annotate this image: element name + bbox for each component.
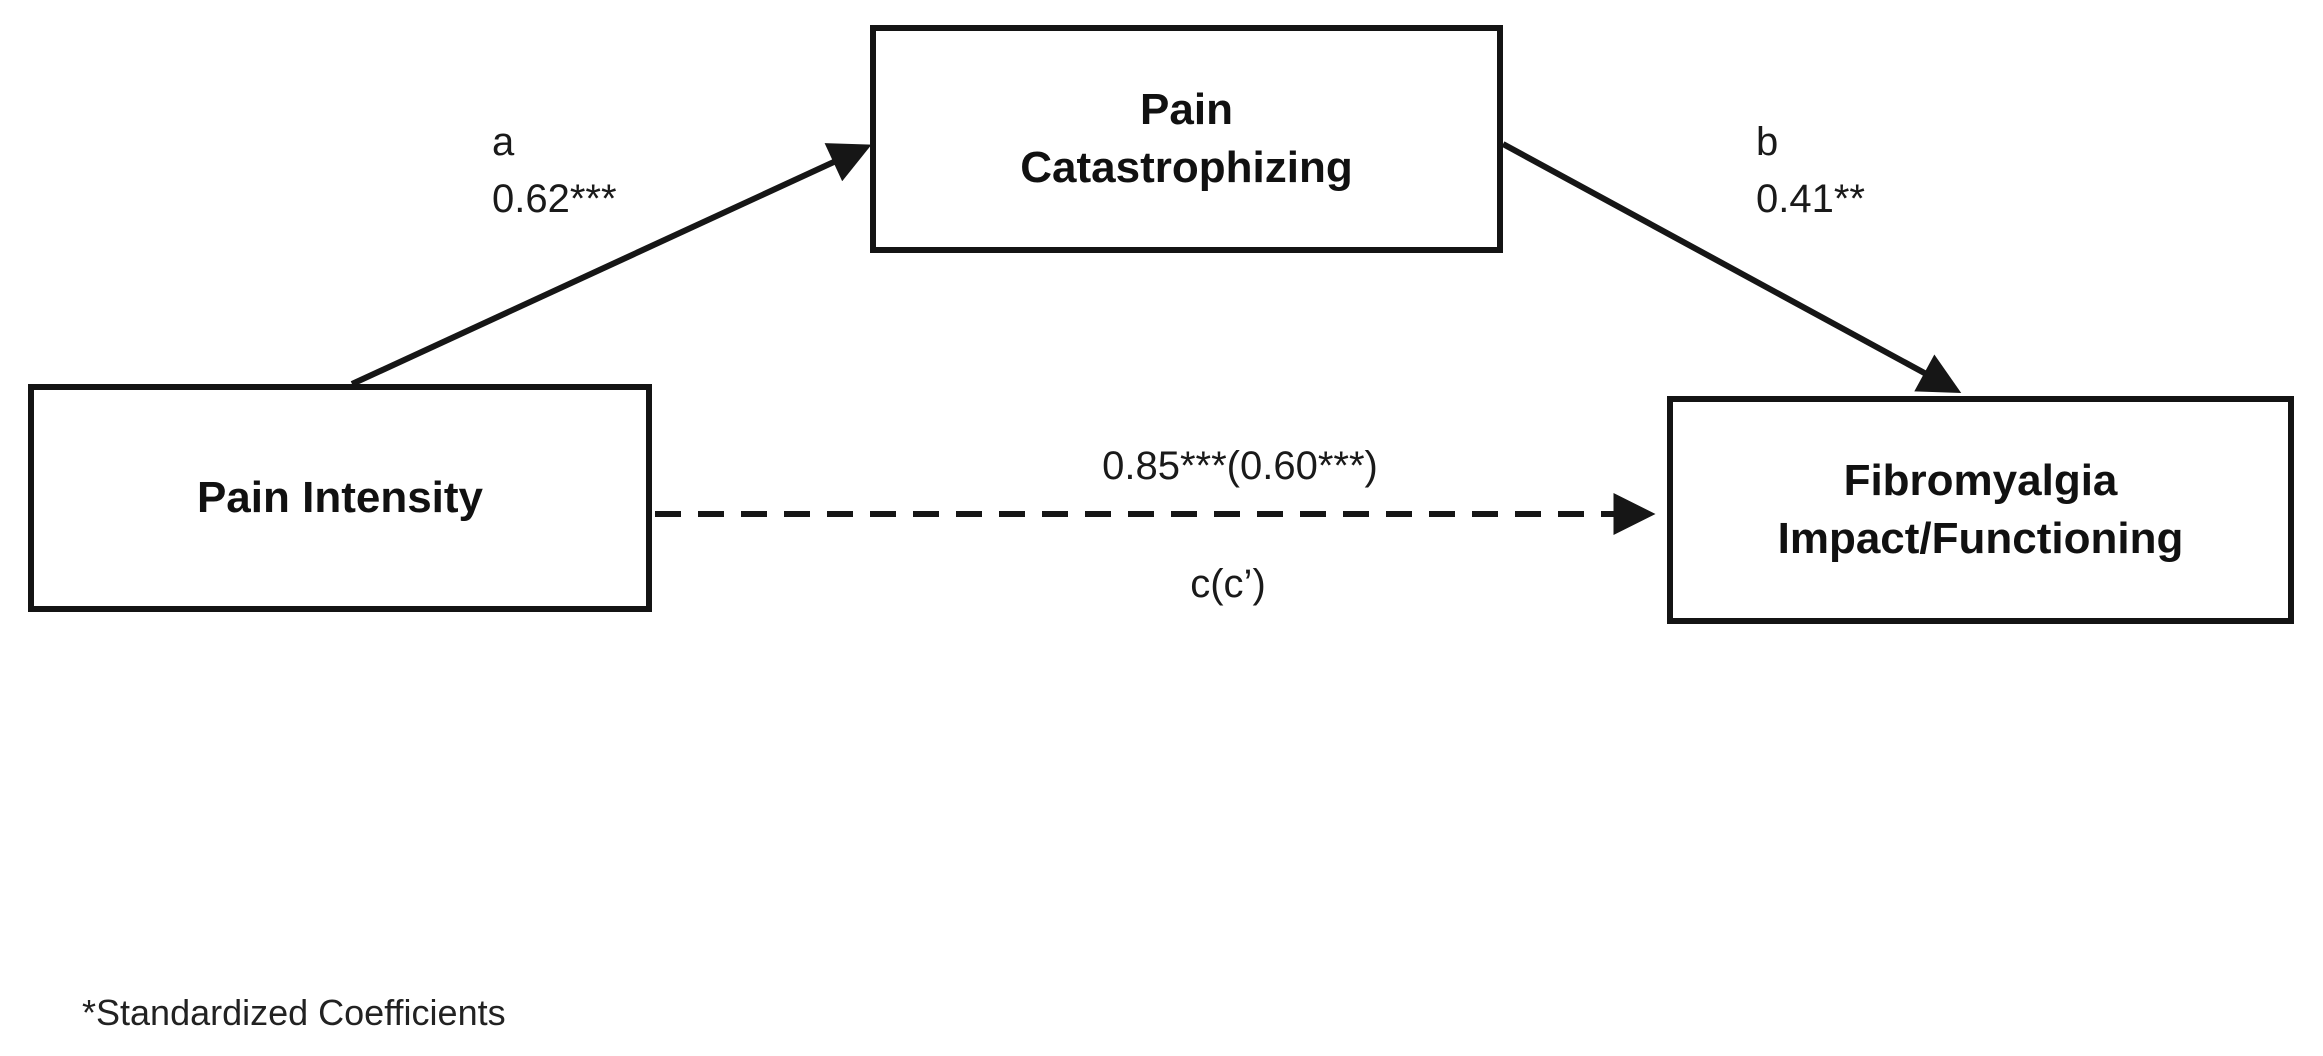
predictor-box-label: Pain Intensity [196, 472, 484, 522]
path-b-arrow [1501, 141, 1962, 394]
path-c-letter: c(c’) [1190, 562, 1266, 606]
mediator-box: Pain Catastrophizing [870, 25, 1503, 253]
path-b-coefficient: 0.41** [1756, 176, 1865, 221]
path-b-letter: b [1756, 120, 1779, 164]
path-a-coefficient: 0.62*** [492, 176, 617, 221]
outcome-box-label: Fibromyalgia Impact/Functioning [1777, 455, 2184, 563]
predictor-box: Pain Intensity [28, 384, 652, 612]
path-a-arrow [350, 143, 872, 387]
standardized-coefficients-footnote: *Standardized Coefficients [82, 992, 506, 1033]
path-a-label: a 0.62*** [492, 114, 617, 228]
path-c-coefficient: 0.85***(0.60***) [1102, 444, 1378, 488]
path-a-letter: a [492, 120, 515, 164]
path-b-label: b 0.41** [1756, 114, 1865, 228]
mediator-box-label: Pain Catastrophizing [1020, 84, 1353, 192]
outcome-box: Fibromyalgia Impact/Functioning [1667, 396, 2294, 624]
